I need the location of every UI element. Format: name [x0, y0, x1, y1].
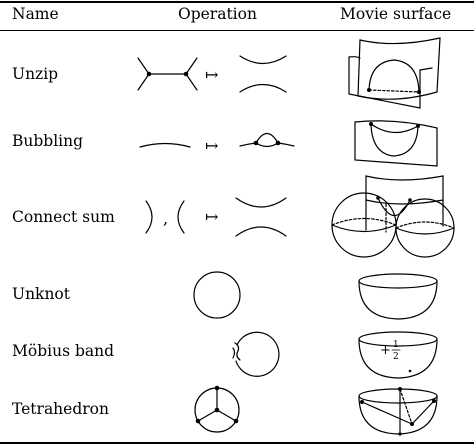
header-name: Name	[12, 5, 59, 23]
unknot-operation	[193, 271, 241, 319]
unzip-movie-surface	[348, 37, 441, 109]
header-movie-surface: Movie surface	[340, 5, 452, 23]
mobius-annotation-numerator: 1	[393, 340, 399, 350]
row-name-unknot: Unknot	[12, 285, 70, 303]
connect-sum-operation-after	[235, 197, 287, 237]
connect-sum-separator: ,	[163, 209, 168, 228]
tetrahedron-operation	[194, 385, 240, 433]
row-name-mobius-band: Möbius band	[12, 342, 115, 360]
connect-sum-maps-to-symbol: ↦	[205, 207, 218, 226]
mobius-annotation-denominator: 2	[393, 352, 399, 362]
tetrahedron-movie-surface	[358, 387, 438, 436]
bubbling-movie-surface	[354, 120, 438, 167]
unzip-operation-before	[137, 57, 198, 91]
unzip-operation-after	[239, 55, 287, 93]
mobius-annotation-sign: +	[380, 343, 391, 358]
connect-sum-operation-before	[145, 200, 185, 234]
unzip-maps-to-symbol: ↦	[205, 65, 218, 84]
row-name-unzip: Unzip	[12, 65, 59, 83]
mobius-movie-point	[408, 369, 412, 373]
header-rule	[0, 30, 474, 31]
mobius-band-operation	[232, 331, 280, 377]
header-operation: Operation	[178, 5, 257, 23]
unknot-movie-surface	[358, 273, 438, 320]
bubbling-operation-after	[239, 132, 295, 148]
row-name-bubbling: Bubbling	[12, 132, 84, 150]
bubbling-maps-to-symbol: ↦	[205, 136, 218, 155]
row-name-connect-sum: Connect sum	[12, 208, 115, 226]
bubbling-operation-before	[139, 142, 191, 148]
bottom-rule	[0, 442, 474, 444]
mobius-band-movie-surface	[358, 331, 438, 379]
row-name-tetrahedron: Tetrahedron	[12, 400, 109, 418]
connect-sum-movie-surface	[331, 175, 455, 258]
top-rule	[0, 1, 474, 3]
